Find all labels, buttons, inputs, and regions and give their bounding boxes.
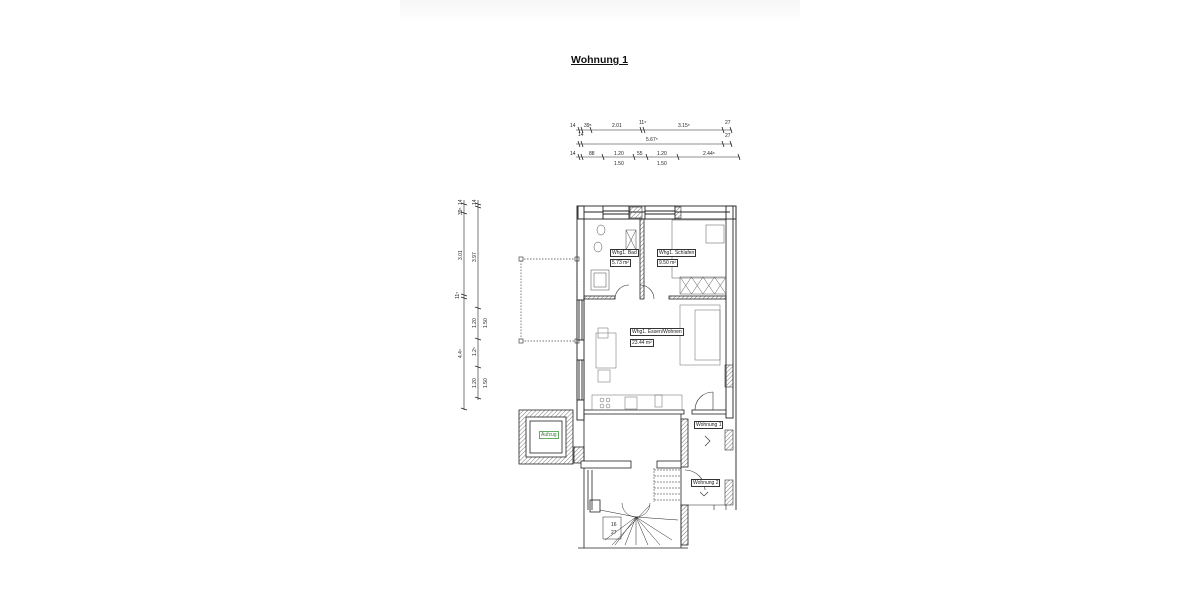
svg-text:39⁵: 39⁵ [584, 123, 592, 129]
dimension-chain-left [460, 200, 482, 411]
svg-text:3.97: 3.97 [472, 252, 478, 262]
svg-text:1.50: 1.50 [483, 378, 489, 388]
dimension-labels-top: 14 39⁵ 2.01 11⁵ 3.15⁵ 27 14 5.67⁵ 27 14 … [570, 120, 731, 167]
dimension-labels-left: 14 39⁵ 3.01 11⁵ 4.4⁵ 14 3.97 1.20 1.2⁵ 1… [455, 199, 489, 388]
balcony-outline [518, 256, 580, 344]
unit-label-wohnung-1: Wohnung 1 [694, 421, 724, 429]
room-label-bedroom-name: Whg1. Schlafen [657, 249, 697, 257]
plan-title: Wohnung 1 [571, 54, 628, 66]
svg-text:1.2⁵: 1.2⁵ [472, 347, 478, 356]
elevator-label: Aufzug [539, 431, 559, 439]
svg-text:27: 27 [725, 133, 731, 139]
svg-text:1.50: 1.50 [614, 161, 624, 167]
corridor-right [688, 435, 727, 510]
svg-text:1.20: 1.20 [472, 318, 478, 328]
svg-text:11⁵: 11⁵ [455, 292, 461, 299]
svg-text:1.50: 1.50 [483, 318, 489, 328]
bedroom-fixtures [671, 219, 727, 295]
room-label-bedroom-area: 9.50 m² [657, 259, 678, 267]
exterior-walls [576, 205, 737, 510]
svg-text:5.67⁵: 5.67⁵ [646, 137, 658, 143]
bathroom-fixtures [590, 224, 637, 291]
svg-text:14: 14 [472, 199, 478, 205]
room-label-living-name: Whg1. Essen/Wohnen [630, 328, 684, 336]
svg-text:11⁵: 11⁵ [639, 120, 646, 126]
svg-text:55: 55 [637, 151, 643, 157]
svg-text:1.50: 1.50 [657, 161, 667, 167]
svg-text:14: 14 [570, 151, 576, 157]
stair-run-label: 27 [611, 530, 617, 536]
living-fixtures [591, 304, 721, 411]
svg-text:14: 14 [458, 199, 464, 205]
stairwell [578, 414, 689, 549]
svg-text:39⁵: 39⁵ [458, 207, 464, 215]
svg-text:14: 14 [570, 123, 576, 129]
svg-text:27: 27 [725, 120, 731, 126]
svg-text:3.15⁵: 3.15⁵ [678, 123, 690, 129]
room-label-bath-area: 5.73 m² [610, 259, 631, 267]
svg-text:2.44⁵: 2.44⁵ [703, 151, 715, 157]
stair-rise-label: 16 [611, 522, 617, 528]
room-label-living-area: 23.44 m² [630, 339, 654, 347]
svg-text:3.01: 3.01 [458, 250, 464, 260]
svg-text:1.20: 1.20 [657, 151, 667, 157]
top-fade-band [400, 0, 800, 24]
svg-text:1.20: 1.20 [614, 151, 624, 157]
svg-text:14: 14 [578, 132, 584, 138]
interior-walls [583, 218, 727, 415]
hatched-columns [629, 206, 734, 506]
door-swings [614, 284, 714, 491]
svg-text:88: 88 [589, 151, 595, 157]
dimension-chain-top [576, 126, 741, 161]
svg-text:4.4⁵: 4.4⁵ [458, 349, 464, 358]
svg-text:2.01: 2.01 [612, 123, 622, 129]
room-label-bath-name: Whg1. Bad [610, 249, 639, 257]
svg-text:1.20: 1.20 [472, 378, 478, 388]
unit-label-wohnung-2: Wohnung 2 [691, 479, 721, 487]
